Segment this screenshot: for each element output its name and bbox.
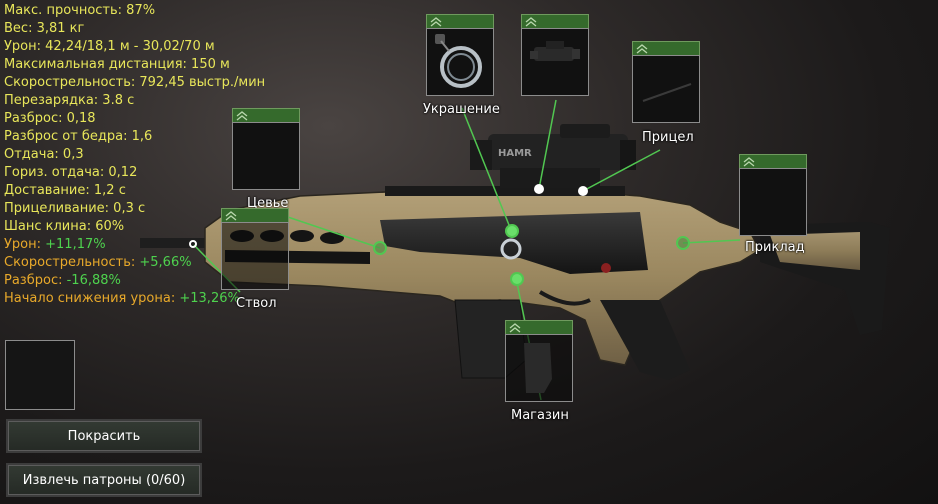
ring-charm-icon bbox=[435, 34, 482, 88]
weapon-scope: HAMR bbox=[470, 124, 636, 188]
slot-ukrashenie[interactable] bbox=[426, 14, 494, 96]
slot-magazin[interactable] bbox=[505, 320, 573, 402]
stat-draw-time: Доставание: 1,2 с bbox=[4, 183, 126, 198]
stat-hip-spread: Разброс от бедра: 1,6 bbox=[4, 129, 153, 144]
slot-scope-item[interactable] bbox=[521, 14, 589, 96]
stat-recoil: Отдача: 0,3 bbox=[4, 147, 84, 162]
chevron-up-double-icon bbox=[509, 323, 521, 333]
slot-pricel[interactable] bbox=[632, 41, 700, 123]
magazine-icon bbox=[524, 343, 552, 393]
slot-label-magazin: Магазин bbox=[511, 408, 569, 423]
stat-spread: Разброс: 0,18 bbox=[4, 111, 96, 126]
stat-reload: Перезарядка: 3.8 с bbox=[4, 93, 135, 108]
slot-priklad[interactable] bbox=[739, 154, 807, 236]
slot-tab bbox=[426, 14, 494, 28]
chevron-up-double-icon bbox=[743, 157, 755, 167]
node-barrel-tip[interactable] bbox=[189, 240, 197, 248]
modifier-spread: Разброс: -16,88% bbox=[4, 273, 121, 288]
node-scope-rail-1[interactable] bbox=[534, 184, 544, 194]
stat-horizontal-recoil: Гориз. отдача: 0,12 bbox=[4, 165, 138, 180]
weapon-receiver bbox=[380, 212, 648, 274]
stat-max-range: Максимальная дистанция: 150 м bbox=[4, 57, 230, 72]
scope-icon bbox=[530, 41, 580, 61]
slot-tab bbox=[739, 154, 807, 168]
slot-tab bbox=[632, 41, 700, 55]
chevron-up-double-icon bbox=[525, 17, 537, 27]
node-stock[interactable] bbox=[676, 236, 690, 250]
paint-button-label: Покрасить bbox=[67, 428, 141, 444]
stat-damage: Урон: 42,24/18,1 м - 30,02/70 м bbox=[4, 39, 215, 54]
chevron-up-double-icon bbox=[236, 111, 248, 121]
node-magazine[interactable] bbox=[510, 272, 524, 286]
extract-ammo-button-label: Извлечь патроны (0/60) bbox=[22, 472, 186, 488]
stat-durability: Макс. прочность: 87% bbox=[4, 3, 156, 18]
modifier-fire-rate: Скорострельность: +5,66% bbox=[4, 255, 192, 270]
stat-weight: Вес: 3,81 кг bbox=[4, 21, 85, 36]
slot-tab bbox=[232, 108, 300, 122]
slot-tab bbox=[521, 14, 589, 28]
modifier-damage: Урон: +11,17% bbox=[4, 237, 106, 252]
chevron-up-double-icon bbox=[225, 211, 237, 221]
slot-label-priklad: Приклад bbox=[745, 240, 805, 255]
slot-tseve[interactable] bbox=[232, 108, 300, 190]
weapon-grip bbox=[600, 300, 690, 380]
stat-aim-time: Прицеливание: 0,3 с bbox=[4, 201, 146, 216]
weapon-top-rail bbox=[385, 186, 625, 196]
paint-button[interactable]: Покрасить bbox=[6, 419, 202, 453]
slot-label-ukrashenie: Украшение bbox=[423, 102, 500, 117]
weapon-stats-list: Макс. прочность: 87% Вес: 3,81 кг Урон: … bbox=[4, 2, 265, 308]
paint-slot[interactable] bbox=[5, 340, 75, 410]
chevron-up-double-icon bbox=[636, 44, 648, 54]
stat-fire-rate: Скорострельность: 792,45 выстр./мин bbox=[4, 75, 266, 90]
node-charm[interactable] bbox=[505, 224, 519, 238]
slot-tab bbox=[505, 320, 573, 334]
slot-label-stvol: Ствол bbox=[236, 296, 277, 311]
extract-ammo-button[interactable]: Извлечь патроны (0/60) bbox=[6, 463, 202, 497]
slot-label-tseve: Цевье bbox=[247, 196, 289, 211]
modifier-damage-falloff: Начало снижения урона: +13,26% bbox=[4, 291, 240, 306]
stat-jam-chance: Шанс клина: 60% bbox=[4, 219, 125, 234]
slot-stvol[interactable] bbox=[221, 208, 289, 290]
node-scope-rail-2[interactable] bbox=[578, 186, 588, 196]
svg-text:HAMR: HAMR bbox=[498, 148, 532, 159]
chevron-up-double-icon bbox=[430, 17, 442, 27]
weapon-charm bbox=[500, 238, 522, 260]
node-handguard[interactable] bbox=[373, 241, 387, 255]
rail-icon bbox=[642, 83, 692, 102]
slot-tab bbox=[221, 208, 289, 222]
weapon-barrel bbox=[140, 238, 235, 248]
slot-label-pricel: Прицел bbox=[642, 130, 694, 145]
